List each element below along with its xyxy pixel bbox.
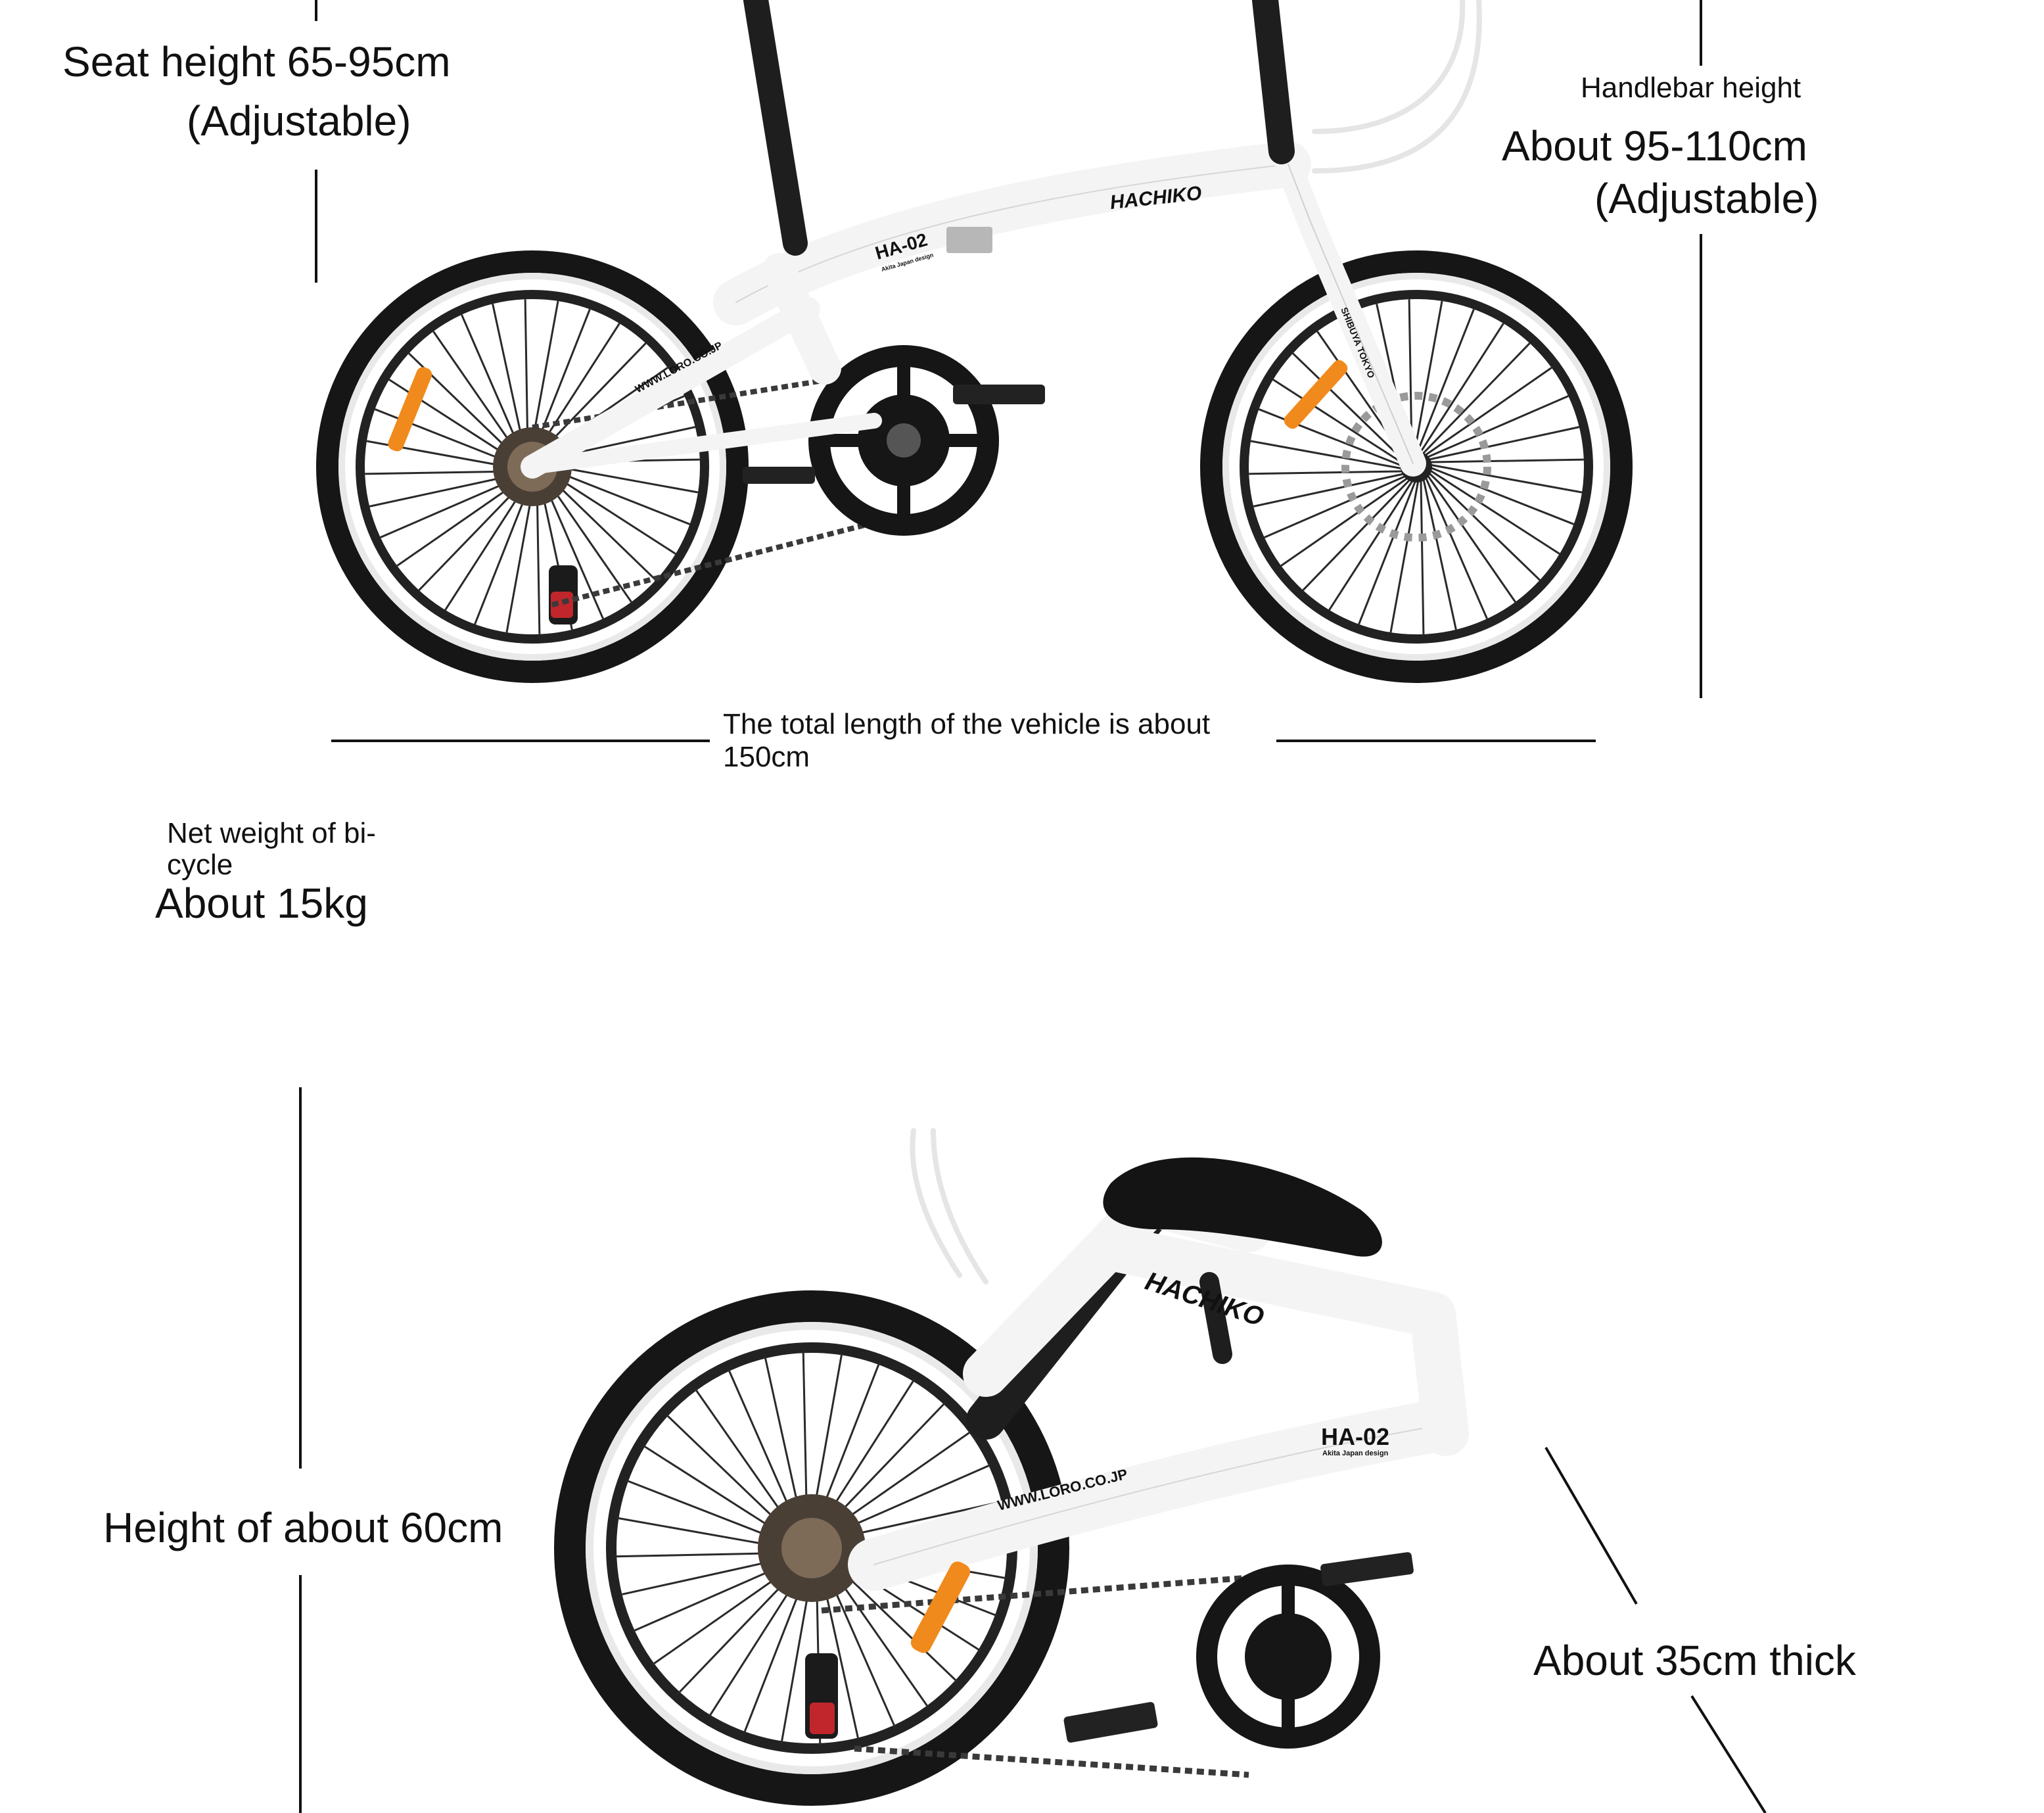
wheel-spoke bbox=[1427, 468, 1560, 555]
seat-height-guide-bottom bbox=[315, 170, 317, 283]
rear-reflector bbox=[388, 367, 432, 452]
wheel-spoke bbox=[1258, 408, 1405, 468]
wheel-spoke bbox=[1280, 475, 1410, 567]
handlebar-adjustable-label: (Adjustable) bbox=[1594, 175, 1819, 222]
folded-model-decal: HA-02 bbox=[1321, 1423, 1389, 1450]
folded-height-guide-bottom bbox=[299, 1575, 302, 1813]
folded-chainring bbox=[1196, 1565, 1380, 1749]
wheel-spoke bbox=[1358, 478, 1418, 625]
handlebar-height-value: About 95-110cm bbox=[1502, 122, 1807, 170]
folded-thickness-label: About 35cm thick bbox=[1533, 1637, 1856, 1684]
wheel-spoke bbox=[1272, 379, 1406, 465]
wheel-spoke bbox=[1420, 342, 1531, 457]
wheel-spoke bbox=[1250, 440, 1405, 470]
wheel-spoke bbox=[1302, 477, 1413, 591]
folded-front-wheel bbox=[554, 1290, 1069, 1806]
handlebar-height-guide-top bbox=[1700, 0, 1702, 66]
handlebar-height-title: Handlebar height bbox=[1581, 72, 1801, 104]
wheel-spoke bbox=[1425, 473, 1516, 603]
length-guide-right bbox=[1276, 740, 1596, 742]
wheel-spoke bbox=[1292, 352, 1406, 463]
saddle bbox=[1103, 1157, 1382, 1257]
folded-design-note-decal: Akita Japan design bbox=[1322, 1449, 1389, 1457]
wheel-spoke bbox=[1418, 323, 1504, 456]
wheel-spoke bbox=[1328, 477, 1415, 611]
front-reflector bbox=[1284, 360, 1348, 429]
net-weight-label-line1: Net weight of bi- bbox=[167, 817, 376, 849]
wheel-spoke bbox=[1413, 300, 1443, 456]
net-weight-value: About 15kg bbox=[155, 880, 368, 927]
wheel-spoke bbox=[1422, 476, 1457, 630]
wheel-spoke bbox=[1389, 478, 1420, 633]
wheel-spoke bbox=[1424, 395, 1569, 459]
wheel-spoke bbox=[1428, 465, 1575, 525]
length-guide-left bbox=[331, 740, 710, 742]
folded-height-label: Height of about 60cm bbox=[103, 1504, 503, 1551]
seat-height-label: Seat height 65-95cm bbox=[62, 38, 451, 85]
wheel-spoke bbox=[1415, 308, 1475, 456]
wheel-spoke bbox=[1264, 474, 1408, 538]
wheel-spoke bbox=[1426, 426, 1580, 461]
folded-reflector bbox=[910, 1561, 971, 1653]
seat-height-guide-top bbox=[315, 0, 317, 21]
net-weight-label-line2: cycle bbox=[167, 849, 233, 881]
total-length-label-line2: 150cm bbox=[723, 741, 810, 773]
bicycle-frame bbox=[521, 0, 1482, 479]
wheel-spoke bbox=[1424, 475, 1488, 619]
folded-height-guide-top bbox=[299, 1087, 302, 1469]
wheel-spoke bbox=[1253, 472, 1407, 507]
wheel-spoke bbox=[1420, 477, 1425, 634]
thickness-guide-upper bbox=[1545, 1446, 1638, 1605]
wheel-spoke bbox=[1422, 367, 1552, 458]
wheel-spoke bbox=[1428, 463, 1583, 494]
wheel-spoke bbox=[1427, 458, 1584, 463]
wheel-spoke bbox=[1426, 470, 1541, 581]
thickness-guide-lower bbox=[1690, 1695, 1767, 1813]
handlebar-height-guide-bottom bbox=[1700, 234, 1702, 698]
wheel-spoke bbox=[1249, 470, 1406, 475]
total-length-label-line1: The total length of the vehicle is about bbox=[723, 708, 1211, 740]
chainring bbox=[808, 345, 999, 536]
seat-adjustable-label: (Adjustable) bbox=[187, 97, 411, 145]
